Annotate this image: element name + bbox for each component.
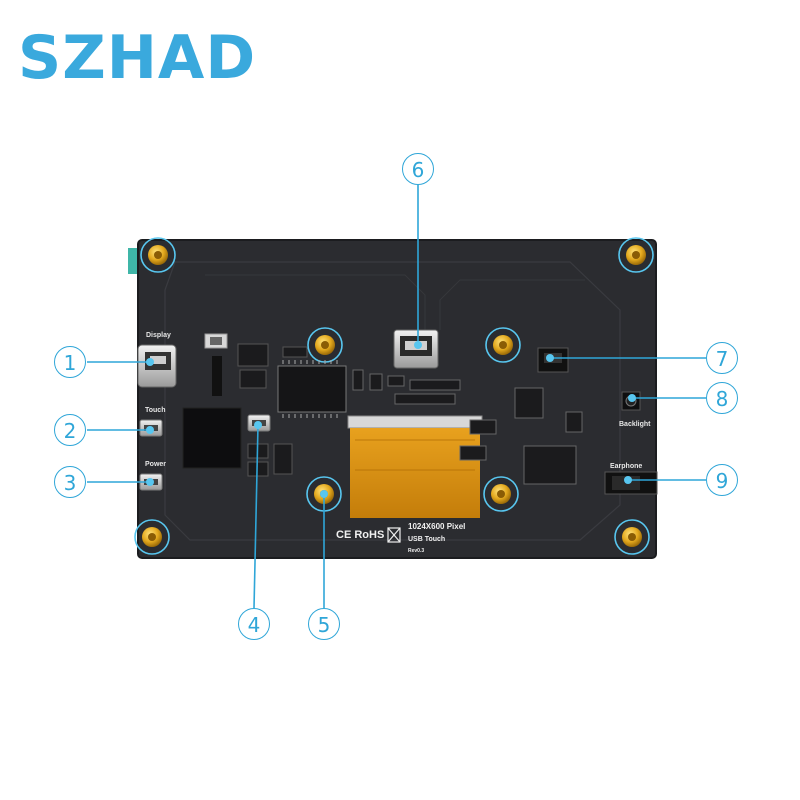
revision-text: Rev0.3: [408, 548, 425, 554]
callout-9: 9: [706, 464, 738, 496]
power-label: Power: [145, 461, 167, 468]
flex-cable: [350, 428, 480, 518]
display-label: Display: [146, 332, 171, 339]
touch-label: Touch: [145, 407, 166, 414]
backlight-label: Backlight: [619, 421, 651, 428]
callout-4: 4: [238, 608, 270, 640]
callout-3: 3: [54, 466, 86, 498]
callout-6: 6: [402, 153, 434, 185]
resolution-text: 1024X600 Pixel: [408, 522, 466, 531]
callout-5: 5: [308, 608, 340, 640]
callout-2: 2: [54, 414, 86, 446]
earphone-label: Earphone: [610, 463, 643, 470]
callout-1: 1: [54, 346, 86, 378]
callout-7: 7: [706, 342, 738, 374]
usb-touch-text: USB Touch: [408, 536, 446, 543]
callout-8: 8: [706, 382, 738, 414]
cert-marks: CE RoHS: [336, 529, 385, 541]
standoffs: [142, 245, 646, 547]
brand-logo: SZHAD: [18, 23, 257, 93]
main-chip: [277, 365, 347, 413]
